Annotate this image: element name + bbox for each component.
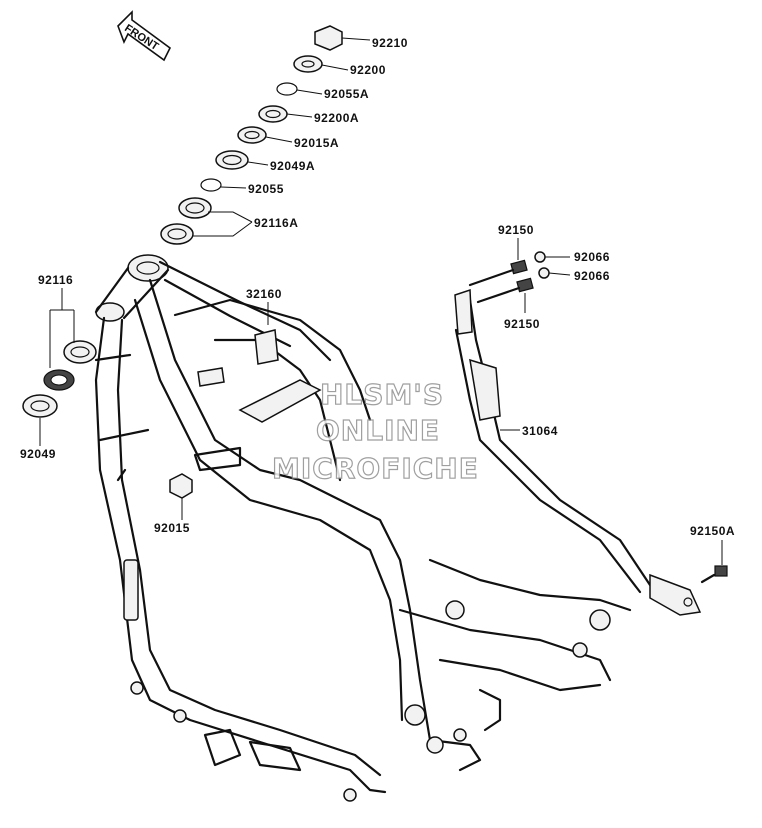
stem-nut	[314, 25, 343, 51]
label-92150-top: 92150	[498, 223, 534, 237]
label-92049a: 92049A	[270, 159, 315, 173]
o-ring-92055	[200, 178, 222, 192]
label-32160: 32160	[246, 287, 282, 301]
washer-92200	[293, 55, 323, 73]
label-92210: 92210	[372, 36, 408, 50]
label-92049: 92049	[20, 447, 56, 461]
bearing-upper-92116a	[178, 197, 212, 219]
label-92200: 92200	[350, 63, 386, 77]
front-arrow-icon: FRONT	[117, 10, 172, 62]
watermark-line-2: ONLINE	[316, 414, 440, 447]
label-31064: 31064	[522, 424, 558, 438]
nut-92066-b	[538, 267, 550, 279]
watermark-line-1: HLSM'S	[320, 378, 444, 411]
label-92015: 92015	[154, 521, 190, 535]
nut-92015	[169, 473, 193, 499]
label-92116a: 92116A	[254, 216, 298, 230]
label-92150-mid: 92150	[504, 317, 540, 331]
label-92150a: 92150A	[690, 524, 735, 538]
watermark-line-3: MICROFICHE	[272, 452, 479, 485]
leader-lines	[39, 37, 723, 565]
label-92116: 92116	[38, 273, 73, 287]
watermark: HLSM'S ONLINE MICROFICHE	[271, 377, 479, 485]
part-number-labels: 92210 92200 92055A 92200A 92015A 92049A …	[20, 36, 735, 538]
nut-92015a	[237, 126, 267, 144]
label-92055: 92055	[248, 182, 284, 196]
o-ring-92055a	[276, 82, 298, 96]
lower-bearing-parts	[22, 340, 97, 418]
bearing-lower-92116a	[160, 223, 194, 245]
nut-92066-a	[534, 251, 546, 263]
seal-92049a	[215, 150, 249, 170]
label-92200a: 92200A	[314, 111, 359, 125]
label-92055a: 92055A	[324, 87, 369, 101]
bolt-92150-lower	[516, 277, 534, 293]
bolt-92150a	[714, 565, 728, 577]
label-92066-a: 92066	[574, 250, 610, 264]
label-92015a: 92015A	[294, 136, 339, 150]
race-92116	[63, 340, 97, 364]
lock-washer-92200a	[258, 105, 288, 123]
steering-stem-parts	[160, 25, 343, 245]
fasteners	[169, 251, 728, 584]
seal-92049	[22, 394, 58, 418]
rear-rail-31064	[454, 288, 702, 616]
label-92066-b: 92066	[574, 269, 610, 283]
main-frame	[94, 254, 632, 802]
bolt-92150-upper	[510, 259, 528, 275]
